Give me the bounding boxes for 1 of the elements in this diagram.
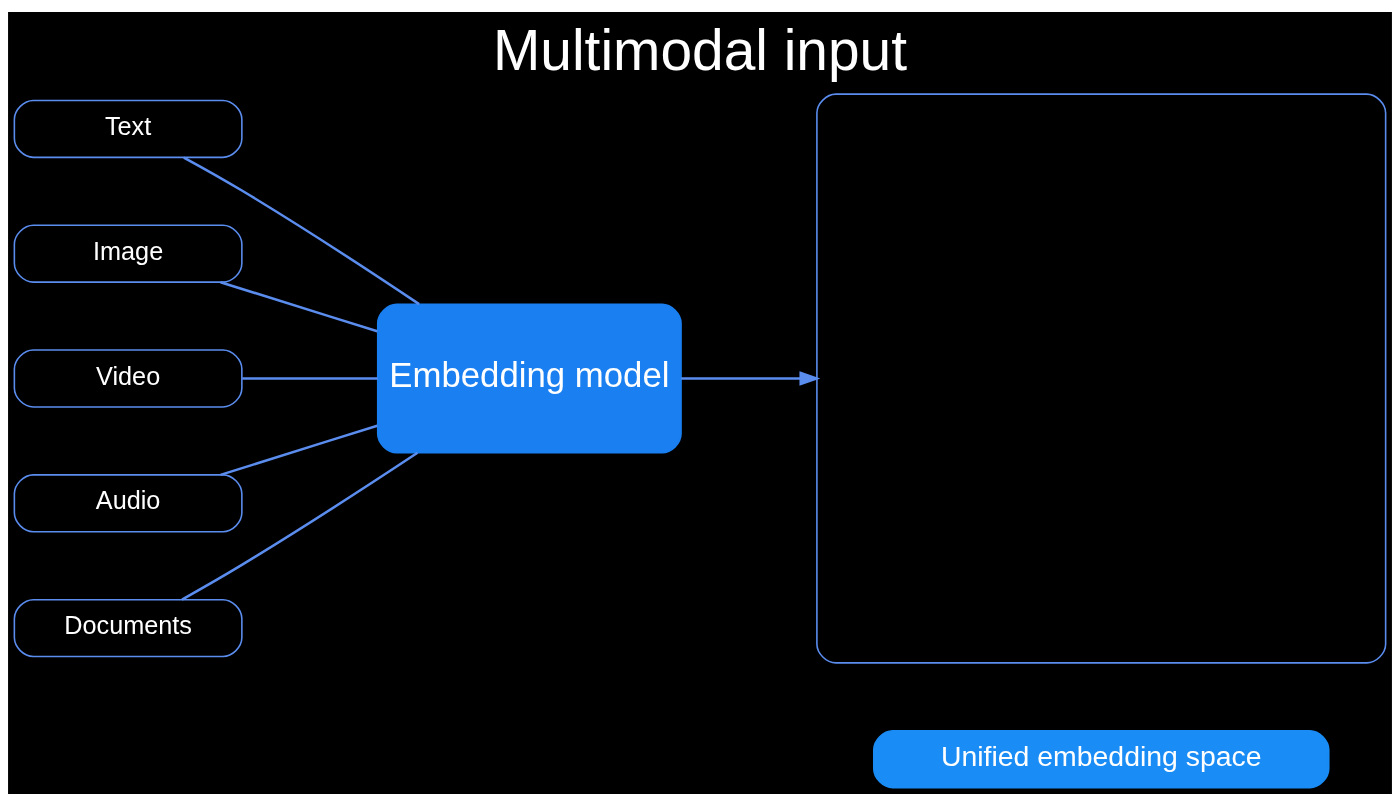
diagram-title: Multimodal input bbox=[492, 19, 908, 83]
